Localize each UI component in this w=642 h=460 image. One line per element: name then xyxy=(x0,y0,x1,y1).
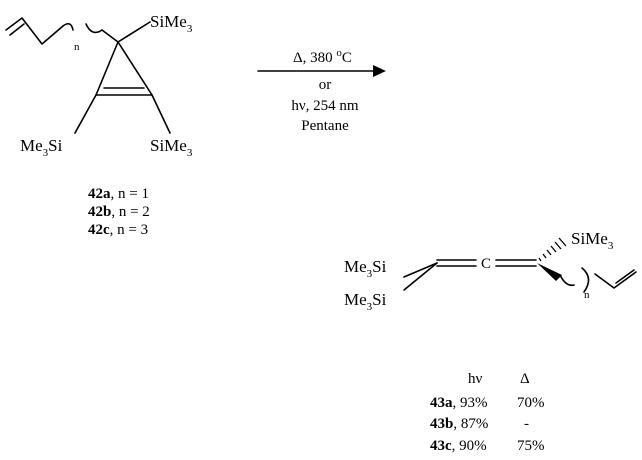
compound-label: 42b, n = 2 xyxy=(88,204,150,220)
product-tms-upper-bond xyxy=(403,262,438,278)
product-chain-bracket-left xyxy=(559,274,575,287)
product-vinyl-double-bond xyxy=(615,269,635,284)
yield-row: 43b, 87% xyxy=(430,416,488,432)
product-wedge-bond xyxy=(537,263,562,281)
reactant-structure xyxy=(5,17,171,134)
reactant-tms-top: SiMe3 xyxy=(150,12,193,35)
product-structure xyxy=(403,237,637,293)
yield-header-hv: hν xyxy=(468,371,483,387)
reactant-tms-left: Me3Si xyxy=(20,136,63,159)
condition-photo: hν, 254 nm xyxy=(291,98,359,114)
reactant-tms-left-bond xyxy=(74,94,97,134)
yield-row: 43c, 90% xyxy=(430,438,487,454)
yield-header-delta: Δ xyxy=(520,371,530,387)
reactant-tms-top-bond xyxy=(117,21,151,43)
product-hashed-bond xyxy=(538,237,567,262)
yield-row: 43a, 93% xyxy=(430,395,488,411)
reactant-cyclopropene-ring xyxy=(95,41,153,96)
condition-thermal: Δ, 380 oC xyxy=(293,47,352,66)
compound-label: 42a, n = 1 xyxy=(88,186,149,202)
product-chain-bracket-right xyxy=(581,267,590,293)
reactant-tms-right-bond xyxy=(151,94,171,134)
product-center-carbon: C xyxy=(481,256,491,272)
reactant-chain-bracket-right xyxy=(85,23,103,34)
product-chain-n: n xyxy=(584,289,590,301)
reactant-tms-right: SiMe3 xyxy=(150,136,193,159)
reaction-arrow-head xyxy=(373,65,386,77)
compound-label: 42c, n = 3 xyxy=(88,222,148,238)
reactant-vinyl-chain xyxy=(5,17,64,45)
yield-delta: 70% xyxy=(517,395,545,411)
condition-solvent: Pentane xyxy=(301,118,349,134)
product-vinyl-chain xyxy=(594,271,637,289)
product-tms-upper: Me3Si xyxy=(344,257,387,280)
condition-or: or xyxy=(319,77,332,93)
product-tms-right: SiMe3 xyxy=(571,229,614,252)
product-tms-lower-bond xyxy=(403,262,438,291)
yield-delta: 75% xyxy=(517,438,545,454)
reactant-chain-bond xyxy=(101,29,119,43)
reactant-vinyl-double-bond xyxy=(9,23,25,36)
reactant-chain-n: n xyxy=(74,41,80,53)
reactant-chain-bracket-left xyxy=(62,22,74,31)
yield-delta: - xyxy=(524,416,529,432)
product-tms-lower: Me3Si xyxy=(344,290,387,313)
